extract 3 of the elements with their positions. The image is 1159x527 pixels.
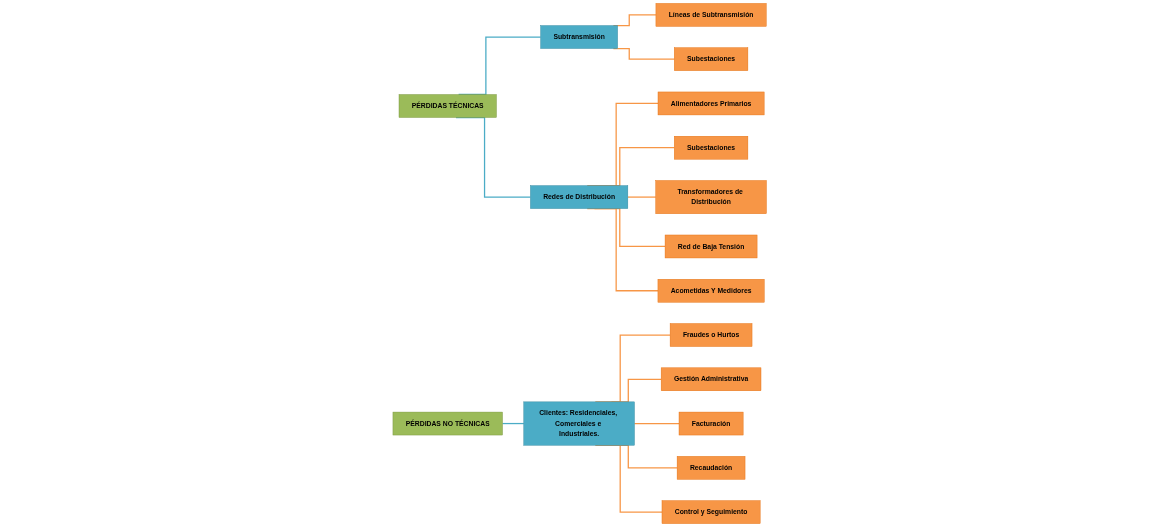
connector bbox=[627, 196, 657, 198]
connector bbox=[633, 422, 680, 425]
connector bbox=[501, 422, 525, 425]
